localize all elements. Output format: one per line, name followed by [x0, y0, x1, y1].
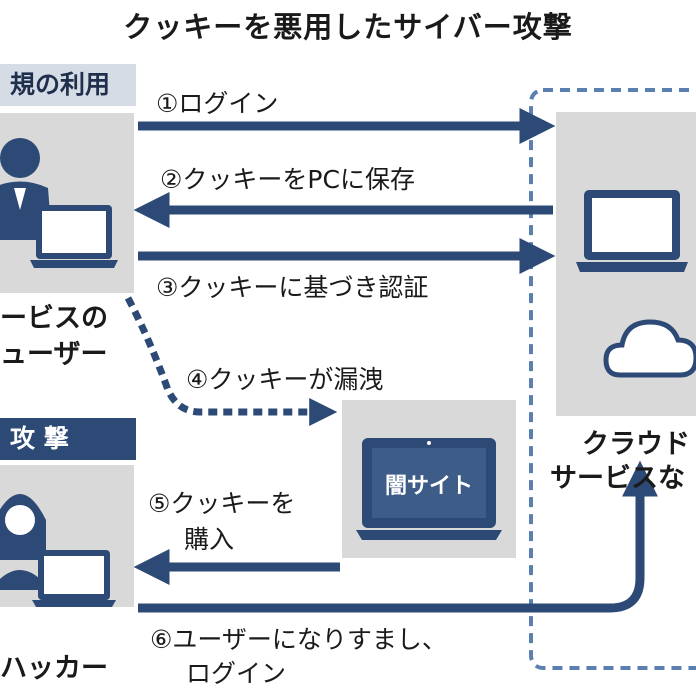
arrow-impersonate — [138, 460, 658, 613]
step-3-label: ③クッキーに基づき認証 — [156, 273, 429, 302]
user-laptop-icon — [30, 205, 118, 268]
cloud-label-line1: クラウド — [582, 429, 690, 460]
step-2-label: ②クッキーをPCに保存 — [160, 165, 415, 194]
normal-use-label: 規の利用 — [0, 64, 136, 106]
user-label-line1: ービスの — [0, 303, 108, 334]
step-5-label-line2: 購入 — [184, 525, 235, 554]
cloud-service-frame — [529, 88, 696, 670]
step-4-label: ④クッキーが漏洩 — [186, 365, 384, 394]
cloud-laptop-icon — [576, 190, 688, 272]
cloud-icon — [603, 319, 696, 378]
step-6-label-line1: ⑥ユーザーになりすまし、 — [150, 625, 447, 654]
hacker-laptop-icon — [32, 550, 116, 607]
dark-site-laptop-icon — [356, 438, 502, 540]
hacker-label: ハッカー — [0, 653, 108, 684]
cloud-label-line2: サービスな — [550, 463, 685, 494]
user-label-line2: ューザー — [0, 339, 108, 370]
step-6-label-line2: ログイン — [186, 659, 287, 688]
step-1-label: ①ログイン — [156, 89, 279, 118]
diagram-title: クッキーを悪用したサイバー攻撃 — [123, 10, 573, 44]
dark-site-label: 闇サイト — [384, 474, 473, 499]
hacker-person-icon — [0, 494, 50, 590]
attack-label: 攻 撃 — [0, 418, 136, 460]
step-5-label-line1: ⑤クッキーを — [148, 489, 296, 518]
